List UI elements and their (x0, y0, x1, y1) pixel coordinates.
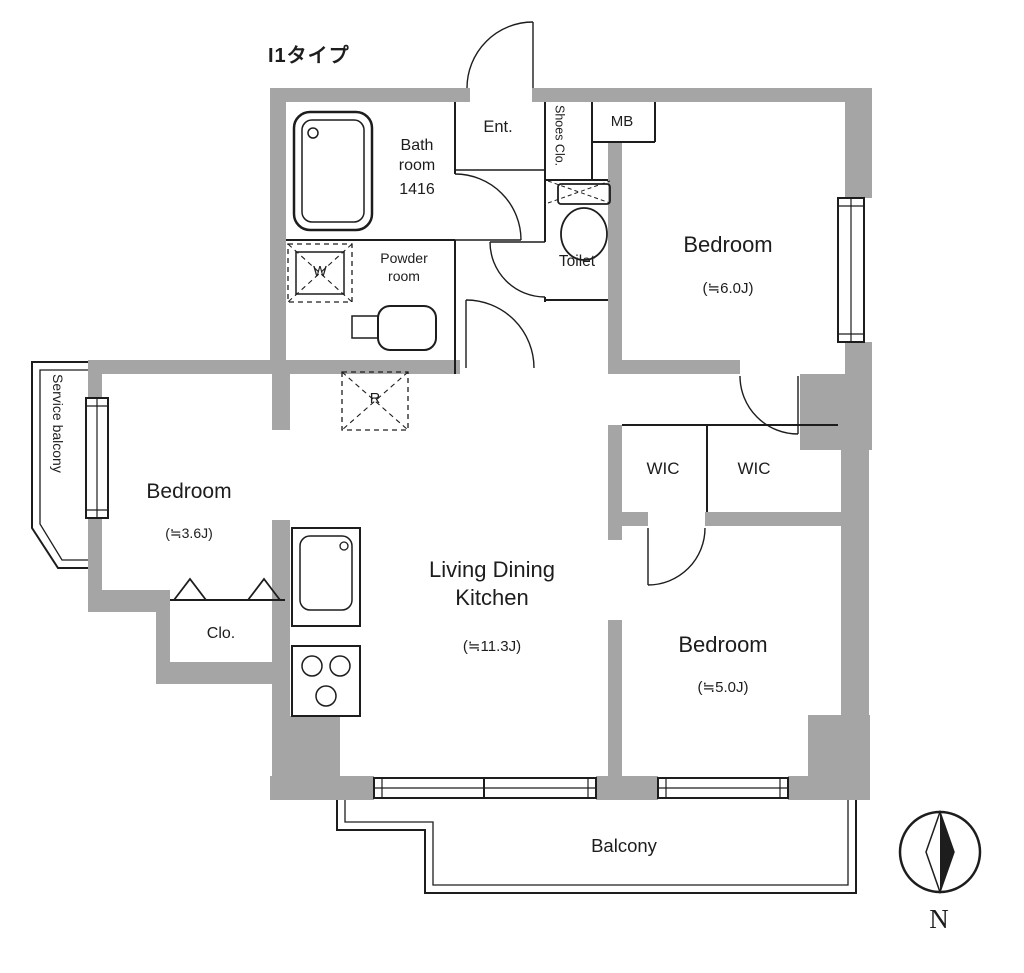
washbasin-icon (351, 305, 437, 351)
compass-north-label: N (929, 904, 949, 934)
partition-walls (170, 102, 838, 601)
entrance-label: Ent. (483, 118, 513, 136)
refrigerator-label: R (369, 391, 381, 407)
balcony-outline (336, 800, 857, 894)
bedroom-south-label: Bedroom (678, 632, 768, 657)
closet-label: Clo. (206, 625, 236, 642)
compass-icon (898, 809, 982, 895)
bedroom-south-size: (≒5.0J) (697, 679, 749, 696)
shoes-closet-label: Shoes Clo. (552, 105, 567, 167)
bathtub-icon (292, 110, 374, 232)
wic-left-label: WIC (646, 459, 680, 478)
ldk-size: (≒11.3J) (462, 638, 522, 655)
door-arcs (454, 21, 799, 586)
toilet-label: Toilet (558, 253, 596, 270)
washer-icon (287, 243, 353, 303)
bathroom-label: Bath room (398, 137, 436, 175)
washer-label: W (313, 264, 327, 280)
bedroom-west-size: (≒3.6J) (165, 525, 213, 541)
service-balcony-outline (31, 361, 88, 569)
window-center-lines (86, 198, 864, 798)
ldk-label: Living Dining Kitchen (429, 557, 555, 611)
kitchen-counter-icon (291, 527, 361, 717)
service-balcony-label: Service balcony (50, 374, 66, 473)
bedroom-east-size: (≒6.0J) (702, 280, 754, 297)
plan-title: I1タイプ (268, 45, 350, 67)
toilet-fixture-icon (547, 180, 611, 261)
refrigerator-icon (341, 371, 409, 431)
bedroom-west-label: Bedroom (146, 480, 232, 503)
bedroom-east-label: Bedroom (683, 232, 773, 257)
outer-walls (88, 88, 872, 800)
wic-right-label: WIC (737, 459, 771, 478)
bathroom-size: 1416 (399, 181, 435, 198)
meter-box-label: MB (610, 113, 634, 130)
balcony-label: Balcony (591, 835, 657, 856)
powder-room-label: Powder room (380, 250, 428, 284)
closet-folding-doors-icon (173, 577, 281, 601)
